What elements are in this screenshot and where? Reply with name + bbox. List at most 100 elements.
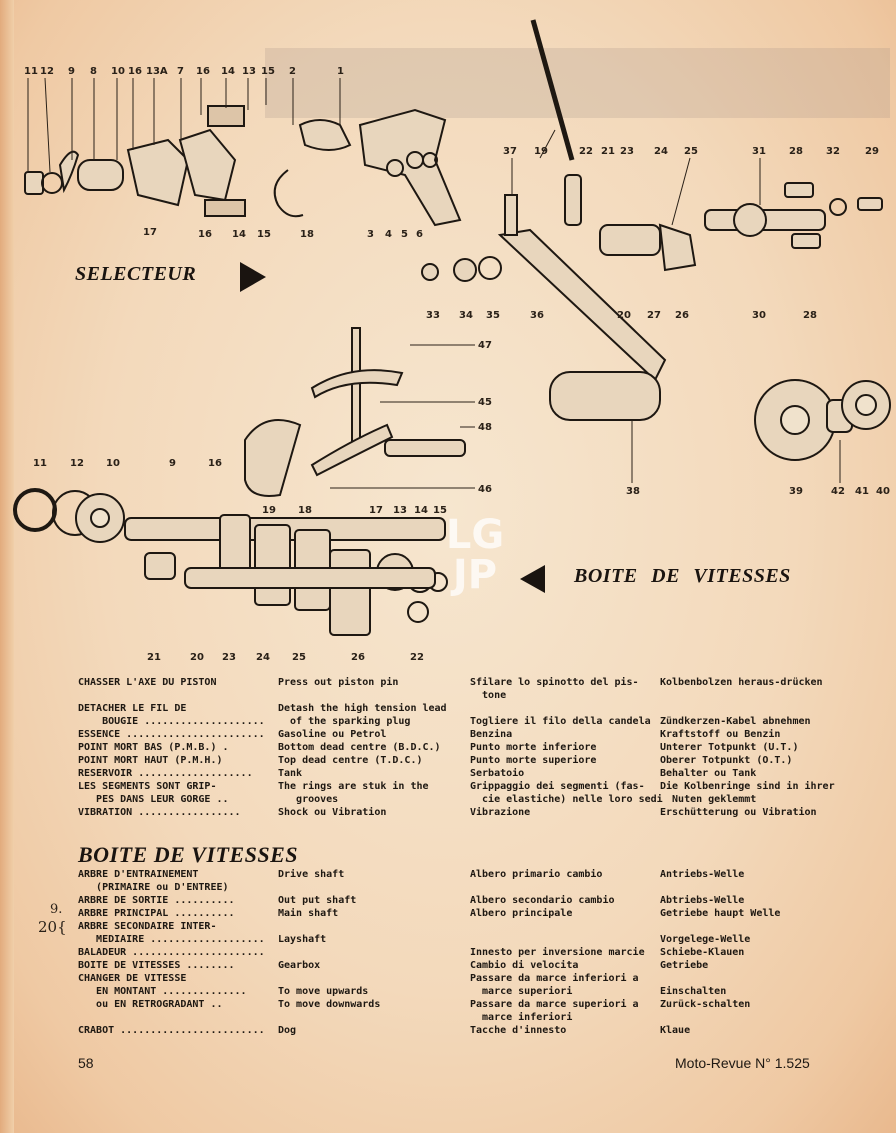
callout-8: 8: [90, 66, 97, 77]
callout-10: 10: [111, 66, 125, 77]
callout-31: 31: [752, 146, 766, 157]
callout-37: 37: [503, 146, 517, 157]
lex2-fr-10: ou EN RETROGRADANT ..: [78, 999, 223, 1010]
callout-36: 36: [530, 310, 544, 321]
lex2-de-0: Antriebs-Welle: [660, 869, 745, 880]
callout-box-12: 12: [70, 458, 84, 469]
lex1-it-8: Grippaggio dei segmenti (fas-: [470, 781, 645, 792]
callout-30: 30: [752, 310, 766, 321]
lex2-it-7: Cambio di velocita: [470, 960, 579, 971]
bleed-through-band: [265, 48, 890, 118]
lex1-it-10: Vibrazione: [470, 807, 531, 818]
lex2-fr-3: ARBRE PRINCIPAL ..........: [78, 908, 235, 919]
callout-box-11: 11: [33, 458, 47, 469]
lex2-it-6: Innesto per inversione marcie: [470, 947, 645, 958]
callout-26: 26: [675, 310, 689, 321]
magazine-issue: Moto-Revue N° 1.525: [675, 1055, 810, 1071]
lex2-en-0: Drive shaft: [278, 869, 345, 880]
callout-21: 21: [601, 146, 615, 157]
callout-18: 18: [300, 229, 314, 240]
lex1-fr-0: CHASSER L'AXE DU PISTON: [78, 677, 217, 688]
lex1-en-10: Shock ou Vibration: [278, 807, 387, 818]
callout-2: 2: [289, 66, 296, 77]
callout-25: 25: [684, 146, 698, 157]
lex2-fr-5: MEDIAIRE ...................: [78, 934, 265, 945]
lex2-en-7: Gearbox: [278, 960, 321, 971]
callout-6: 6: [416, 229, 423, 240]
callout-box-16: 16: [208, 458, 222, 469]
callout-box-24: 24: [256, 652, 270, 663]
callout-34: 34: [459, 310, 473, 321]
lex1-de-4: Kraftstoff ou Benzin: [660, 729, 781, 740]
boite-label: BOITE DE VITESSES: [574, 565, 791, 587]
lex1-en-3: of the sparking plug: [278, 716, 411, 727]
lex2-it-0: Albero primario cambio: [470, 869, 603, 880]
lex2-it-9: marce superiori: [470, 986, 573, 997]
callout-box-21: 21: [147, 652, 161, 663]
callout-box-14: 14: [414, 505, 428, 516]
lex1-it-0: Sfilare lo spinotto del pis-: [470, 677, 639, 688]
lex1-de-6: Oberer Totpunkt (O.T.): [660, 755, 793, 766]
callout-48: 48: [478, 422, 492, 433]
lex1-it-4: Benzina: [470, 729, 513, 740]
callout-box-25: 25: [292, 652, 306, 663]
lex1-de-5: Unterer Totpunkt (U.T.): [660, 742, 799, 753]
callout-15b: 15: [257, 229, 271, 240]
page-edge: [0, 0, 14, 1133]
lex2-it-8: Passare da marce inferiori a: [470, 973, 639, 984]
lex1-de-9: Nuten geklemmt: [660, 794, 757, 805]
selecteur-arrow-icon: [240, 262, 266, 292]
lex2-it-3: Albero principale: [470, 908, 573, 919]
callout-46: 46: [478, 484, 492, 495]
lex2-de-6: Schiebe-Klauen: [660, 947, 745, 958]
lex1-it-6: Punto morte superiore: [470, 755, 597, 766]
callout-29: 29: [865, 146, 879, 157]
callout-box-9: 9: [169, 458, 176, 469]
lex1-fr-4: ESSENCE .......................: [78, 729, 265, 740]
lex2-it-10: Passare da marce superiori a: [470, 999, 639, 1010]
lex1-en-0: Press out piston pin: [278, 677, 399, 688]
callout-28: 28: [789, 146, 803, 157]
lex2-de-3: Getriebe haupt Welle: [660, 908, 781, 919]
lex1-it-5: Punto morte inferiore: [470, 742, 597, 753]
callout-1: 1: [337, 66, 344, 77]
lex2-en-2: Out put shaft: [278, 895, 357, 906]
callout-16c: 16: [198, 229, 212, 240]
lex1-en-6: Top dead centre (T.D.C.): [278, 755, 423, 766]
callout-box-13: 13: [393, 505, 407, 516]
callout-23: 23: [620, 146, 634, 157]
callout-22: 22: [579, 146, 593, 157]
lex2-de-10: Zurück-schalten: [660, 999, 751, 1010]
callout-16: 16: [128, 66, 142, 77]
callout-box-26: 26: [351, 652, 365, 663]
lex1-en-5: Bottom dead centre (B.D.C.): [278, 742, 441, 753]
callout-box-17: 17: [369, 505, 383, 516]
section2-heading: BOITE DE VITESSES: [78, 842, 299, 867]
lex1-it-7: Serbatoio: [470, 768, 525, 779]
callout-9: 9: [68, 66, 75, 77]
lex2-fr-12: CRABOT ........................: [78, 1025, 265, 1036]
lex2-fr-6: BALADEUR ......................: [78, 947, 265, 958]
callout-box-22: 22: [410, 652, 424, 663]
callout-20: 20: [617, 310, 631, 321]
lex1-en-9: grooves: [278, 794, 339, 805]
exploded-diagram: [13, 19, 891, 636]
lex2-de-12: Klaue: [660, 1025, 691, 1036]
callout-3: 3: [367, 229, 374, 240]
lex2-en-5: Layshaft: [278, 934, 327, 945]
callout-40: 40: [876, 486, 890, 497]
callout-19: 19: [534, 146, 548, 157]
lex2-en-3: Main shaft: [278, 908, 339, 919]
callout-box-23: 23: [222, 652, 236, 663]
callout-11: 11: [24, 66, 38, 77]
callout-27: 27: [647, 310, 661, 321]
lex2-fr-1: (PRIMAIRE ou D'ENTREE): [78, 882, 229, 893]
callout-35: 35: [486, 310, 500, 321]
lex1-fr-2: DETACHER LE FIL DE: [78, 703, 187, 714]
callout-32: 32: [826, 146, 840, 157]
selecteur-label: SELECTEUR: [75, 263, 197, 285]
lex1-fr-3: BOUGIE ....................: [78, 716, 265, 727]
lex2-en-9: To move upwards: [278, 986, 369, 997]
lex2-en-12: Dog: [278, 1025, 297, 1036]
